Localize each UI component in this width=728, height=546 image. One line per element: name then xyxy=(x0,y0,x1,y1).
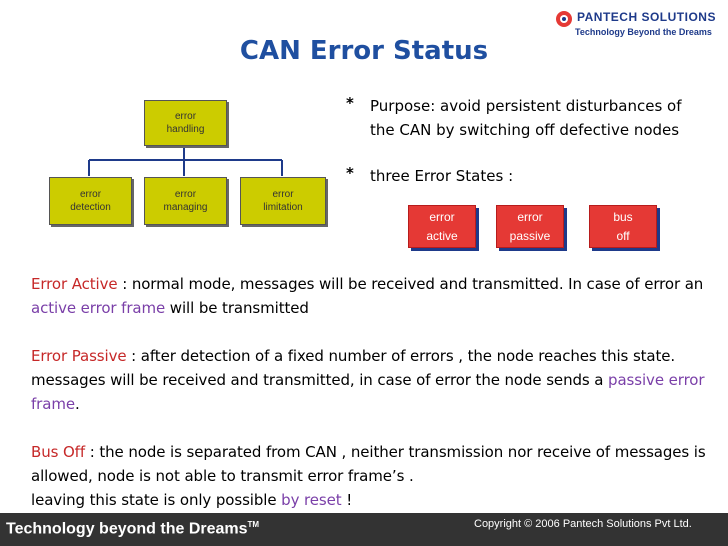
org-box-error-limitation: error limitation xyxy=(240,177,326,225)
footer-copyright: Copyright © 2006 Pantech Solutions Pvt L… xyxy=(474,518,692,530)
org-box-error-managing: error managing xyxy=(144,177,227,225)
paragraph-text: will be transmitted xyxy=(165,299,309,317)
term-error-active: Error Active xyxy=(31,275,118,293)
footer-tagline: Technology beyond the DreamsTM xyxy=(6,520,259,538)
term-bus-off: Bus Off xyxy=(31,443,86,461)
state-label-line1: bus xyxy=(613,209,633,224)
paragraph-text: leaving this state is only possible xyxy=(31,491,282,509)
logo-tagline: Technology Beyond the Dreams xyxy=(575,27,712,37)
org-box-error-detection: error detection xyxy=(49,177,132,225)
pantech-logo-icon xyxy=(556,11,572,27)
bullet-marker: * xyxy=(346,94,354,112)
bullet-error-states-text: three Error States : xyxy=(370,167,514,185)
trademark-mark: TM xyxy=(247,520,260,529)
paragraph-bus-off: Bus Off : the node is separated from CAN… xyxy=(31,440,721,512)
state-error-passive-button: error passive xyxy=(496,205,564,248)
highlight-by-reset: by reset xyxy=(281,491,342,509)
org-box-error-handling: error handling xyxy=(144,100,227,146)
state-error-active-button: error active xyxy=(408,205,476,248)
footer-bar: Technology beyond the DreamsTM Copyright… xyxy=(0,513,728,546)
body-text: Error Active : normal mode, messages wil… xyxy=(31,272,721,536)
paragraph-text: : the node is separated from CAN , neith… xyxy=(31,443,706,485)
term-error-passive: Error Passive xyxy=(31,347,127,365)
paragraph-text: : normal mode, messages will be received… xyxy=(117,275,704,293)
bullet-purpose-text: Purpose: avoid persistent disturbances o… xyxy=(370,97,682,139)
state-label-line1: error xyxy=(429,209,455,224)
footer-tagline-text: Technology beyond the Dreams xyxy=(6,520,248,538)
state-label-line2: off xyxy=(616,228,630,243)
highlight-active-error-frame: active error frame xyxy=(31,299,166,317)
pantech-logo: PANTECH SOLUTIONS Technology Beyond the … xyxy=(555,8,727,44)
logo-brand: PANTECH SOLUTIONS xyxy=(577,10,716,24)
paragraph-text: : after detection of a fixed number of e… xyxy=(31,347,676,389)
paragraph-text: ! xyxy=(341,491,353,509)
state-bus-off-button: bus off xyxy=(589,205,657,248)
state-label-line2: passive xyxy=(509,228,551,243)
paragraph-text: . xyxy=(74,395,80,413)
state-label-line1: error xyxy=(517,209,543,224)
page-title: CAN Error Status xyxy=(239,36,489,66)
paragraph-error-passive: Error Passive : after detection of a fix… xyxy=(31,344,721,416)
paragraph-error-active: Error Active : normal mode, messages wil… xyxy=(31,272,721,320)
highlight-passive-error-frame: passive error frame xyxy=(31,371,705,413)
state-label-line2: active xyxy=(426,228,458,243)
bullet-marker: * xyxy=(346,164,354,182)
